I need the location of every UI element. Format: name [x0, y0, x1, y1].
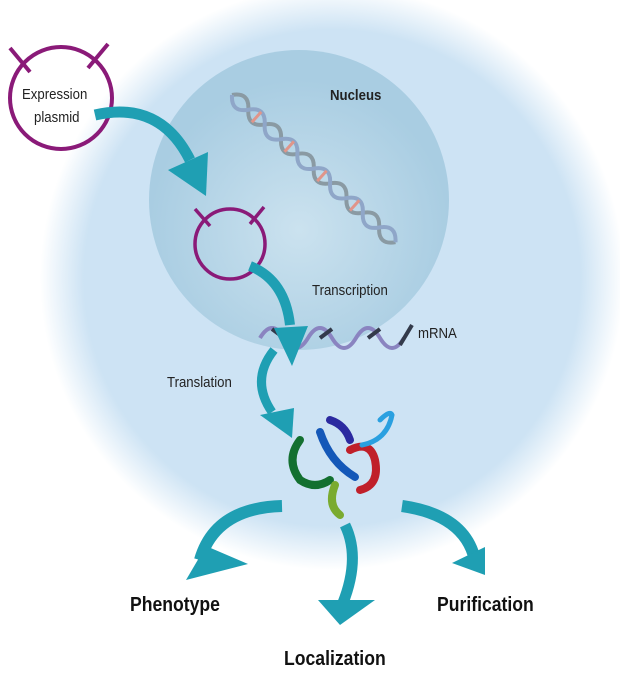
localization-label: Localization: [284, 648, 386, 670]
phenotype-label: Phenotype: [130, 594, 220, 616]
expression-plasmid-icon: [8, 42, 114, 151]
arrow-plasmid-to-nucleus: [93, 106, 195, 163]
plasmid-label-line1: Expression: [22, 86, 88, 103]
purification-label: Purification: [437, 594, 534, 616]
dna-helix: [229, 92, 398, 245]
nucleus: [149, 50, 449, 350]
mrna-label: mRNA: [418, 325, 457, 342]
arrow-translation: [257, 347, 278, 415]
nucleus-label: Nucleus: [330, 87, 382, 104]
protein-ribbon-icon: [288, 410, 395, 519]
arrow-phenotype: [194, 500, 283, 562]
arrow-transcription: [247, 261, 295, 326]
translation-label: Translation: [167, 374, 232, 391]
arrow-purification: [401, 500, 481, 562]
plasmid-label-line2: plasmid: [34, 109, 80, 126]
nuclear-plasmid-icon: [193, 205, 267, 281]
transcription-label: Transcription: [312, 282, 388, 299]
